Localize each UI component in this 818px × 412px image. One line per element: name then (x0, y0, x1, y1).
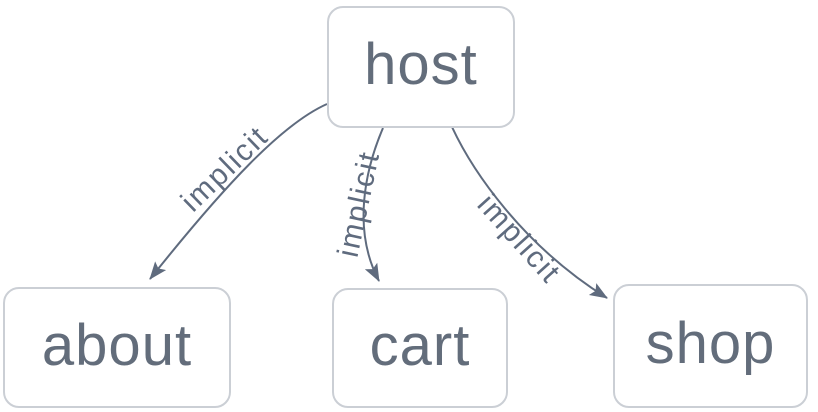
edge-label-host-shop: implicit (471, 188, 568, 290)
edge-host-shop (451, 126, 608, 299)
edge-label-host-cart: implicit (332, 148, 387, 260)
edge-label-host-about: implicit (175, 120, 275, 219)
node-host[interactable]: host (327, 6, 515, 128)
node-cart-label: cart (369, 313, 471, 378)
node-about-label: about (41, 312, 193, 378)
node-shop[interactable]: shop (613, 284, 808, 408)
edge-host-cart (362, 127, 384, 282)
node-shop-label: shop (645, 311, 776, 376)
node-host-label: host (364, 32, 478, 97)
edge-host-about (149, 103, 328, 280)
node-about[interactable]: about (3, 287, 231, 408)
node-cart[interactable]: cart (332, 288, 508, 408)
